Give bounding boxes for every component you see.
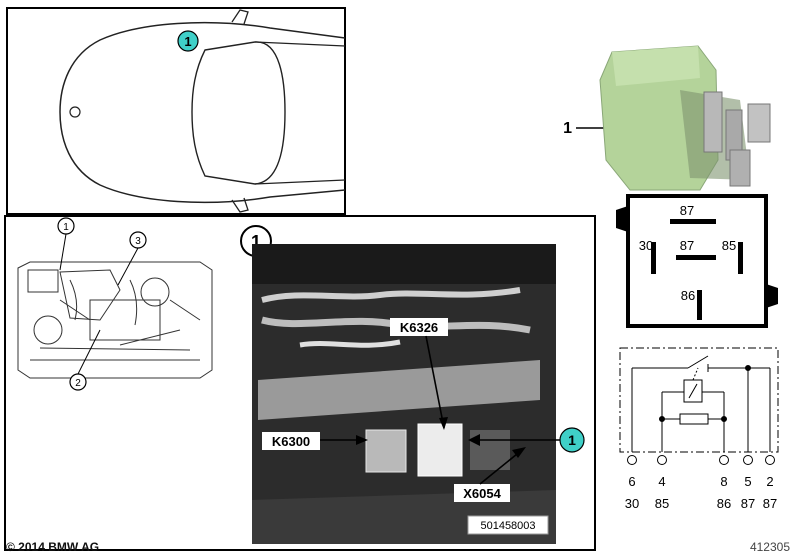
engine-callout-2-leader (77, 329, 101, 375)
pin-86 (697, 290, 702, 320)
engine-bay-drawing (17, 261, 213, 379)
photo-harness-3 (299, 339, 401, 348)
schematic-coil-link (692, 367, 699, 381)
pin-87-center-label: 87 (680, 238, 694, 253)
engine-bay-outline (17, 261, 213, 379)
photo-top-shadow (252, 244, 556, 284)
schematic-pin-2 (765, 455, 775, 465)
engine-callout-1 (57, 217, 75, 235)
schematic-pin-5 (743, 455, 753, 465)
schematic-bottom-label: 85 (655, 496, 669, 511)
car-marker-label: 1 (184, 34, 191, 49)
photo-id: 501458003 (480, 520, 535, 532)
relay-illustration: 1 (563, 45, 771, 191)
relay-terminal-4 (729, 149, 751, 187)
label-x6054: X6054 (463, 486, 501, 501)
schematic-top-label: 5 (744, 474, 751, 489)
car-mirror-bottom (231, 197, 249, 213)
car-panel: 1 (6, 7, 346, 215)
relay-pinout: 87 30 87 85 86 (616, 194, 778, 328)
engine-bay-reservoir (33, 315, 63, 345)
engine-callout-1-label: 1 (63, 222, 69, 233)
schematic-top-label: 6 (628, 474, 635, 489)
engine-bay-battery (27, 269, 59, 293)
car-body-outline (59, 21, 346, 204)
schematic-bottom-label: 30 (625, 496, 639, 511)
photo-view-label: 1 (251, 232, 261, 252)
schematic-bottom-label: 86 (717, 496, 731, 511)
label-k6326-box (390, 318, 448, 336)
photo-marker-label: 1 (568, 432, 576, 448)
schematic-pin-8 (719, 455, 729, 465)
photo-harness-1 (261, 287, 521, 303)
relay-terminal-3 (747, 103, 771, 143)
engine-callout-1-leader (59, 233, 67, 271)
label-k6326: K6326 (400, 320, 438, 335)
car-mirror-top (231, 9, 249, 25)
schematic-pin-6 (627, 455, 637, 465)
car-marker-callout (177, 30, 199, 52)
x6054-arrowhead (512, 447, 526, 458)
detail-panel: 1 3 2 1 K6326 K6300 X6054 (4, 215, 596, 551)
label-k6300: K6300 (272, 434, 310, 449)
schematic-node-4 (659, 416, 665, 422)
photo-rail (258, 360, 540, 420)
engine-callout-2 (69, 373, 87, 391)
engine-callout-2-label: 2 (75, 378, 81, 389)
pinout-right-clip (766, 284, 778, 308)
pin-87-center (676, 255, 716, 260)
photo-relay-k6326 (417, 423, 463, 477)
relay-terminal-1 (703, 91, 723, 153)
label-k6300-box (262, 432, 320, 450)
pin-85-label: 85 (722, 238, 736, 253)
engine-bay-manifold (59, 269, 121, 321)
relay-part-label: 1 (563, 120, 572, 137)
pin-87-top-label: 87 (680, 203, 694, 218)
label-x6054-box (454, 484, 510, 502)
photo-id-box (467, 515, 549, 535)
schematic-coil-slash (688, 383, 698, 399)
engine-callout-3 (129, 231, 147, 249)
schematic-bottom-label: 87 (741, 496, 755, 511)
car-emblem (69, 106, 81, 118)
relay-top-face (612, 46, 700, 86)
copyright-text: © 2014 BMW AG (6, 540, 100, 554)
pin-85 (738, 242, 743, 274)
engine-bay-lines (30, 299, 201, 361)
relay-schematic (619, 347, 779, 465)
pin-30 (651, 242, 656, 274)
schematic-top-label: 2 (766, 474, 773, 489)
k6326-leader (425, 335, 445, 429)
schematic-bottom-label: 87 (763, 496, 777, 511)
schematic-top-label: 8 (720, 474, 727, 489)
document-number: 412305 (749, 540, 790, 554)
photo-marker-callout (559, 427, 585, 453)
photo-relay-k6300 (365, 429, 407, 473)
pinout-left-clip (616, 206, 628, 232)
engine-callout-3-leader (117, 247, 139, 286)
k6300-arrowhead (356, 435, 368, 445)
x6054-leader (479, 449, 523, 485)
schematic-resistor (679, 413, 709, 425)
engine-bay-filter (140, 277, 170, 307)
schematic-node-8 (721, 416, 727, 422)
pin-30-label: 30 (639, 238, 653, 253)
schematic-top-label: 4 (658, 474, 665, 489)
schematic-pin-4 (657, 455, 667, 465)
engine-bay-hoses (69, 279, 138, 326)
car-panel-frame (6, 7, 346, 215)
pin-87-top (670, 219, 716, 224)
pin-86-label: 86 (681, 288, 695, 303)
marker-arrowhead (468, 434, 480, 446)
schematic-frame (619, 347, 779, 453)
relay-photo (252, 244, 556, 544)
schematic-node-5 (745, 365, 751, 371)
schematic-labels: 6 4 8 5 2 30 85 86 87 87 (625, 474, 777, 511)
k6326-arrowhead (439, 417, 448, 430)
schematic-switch (687, 355, 709, 369)
engine-callout-3-label: 3 (135, 236, 141, 247)
car-a-pillars (254, 41, 346, 185)
